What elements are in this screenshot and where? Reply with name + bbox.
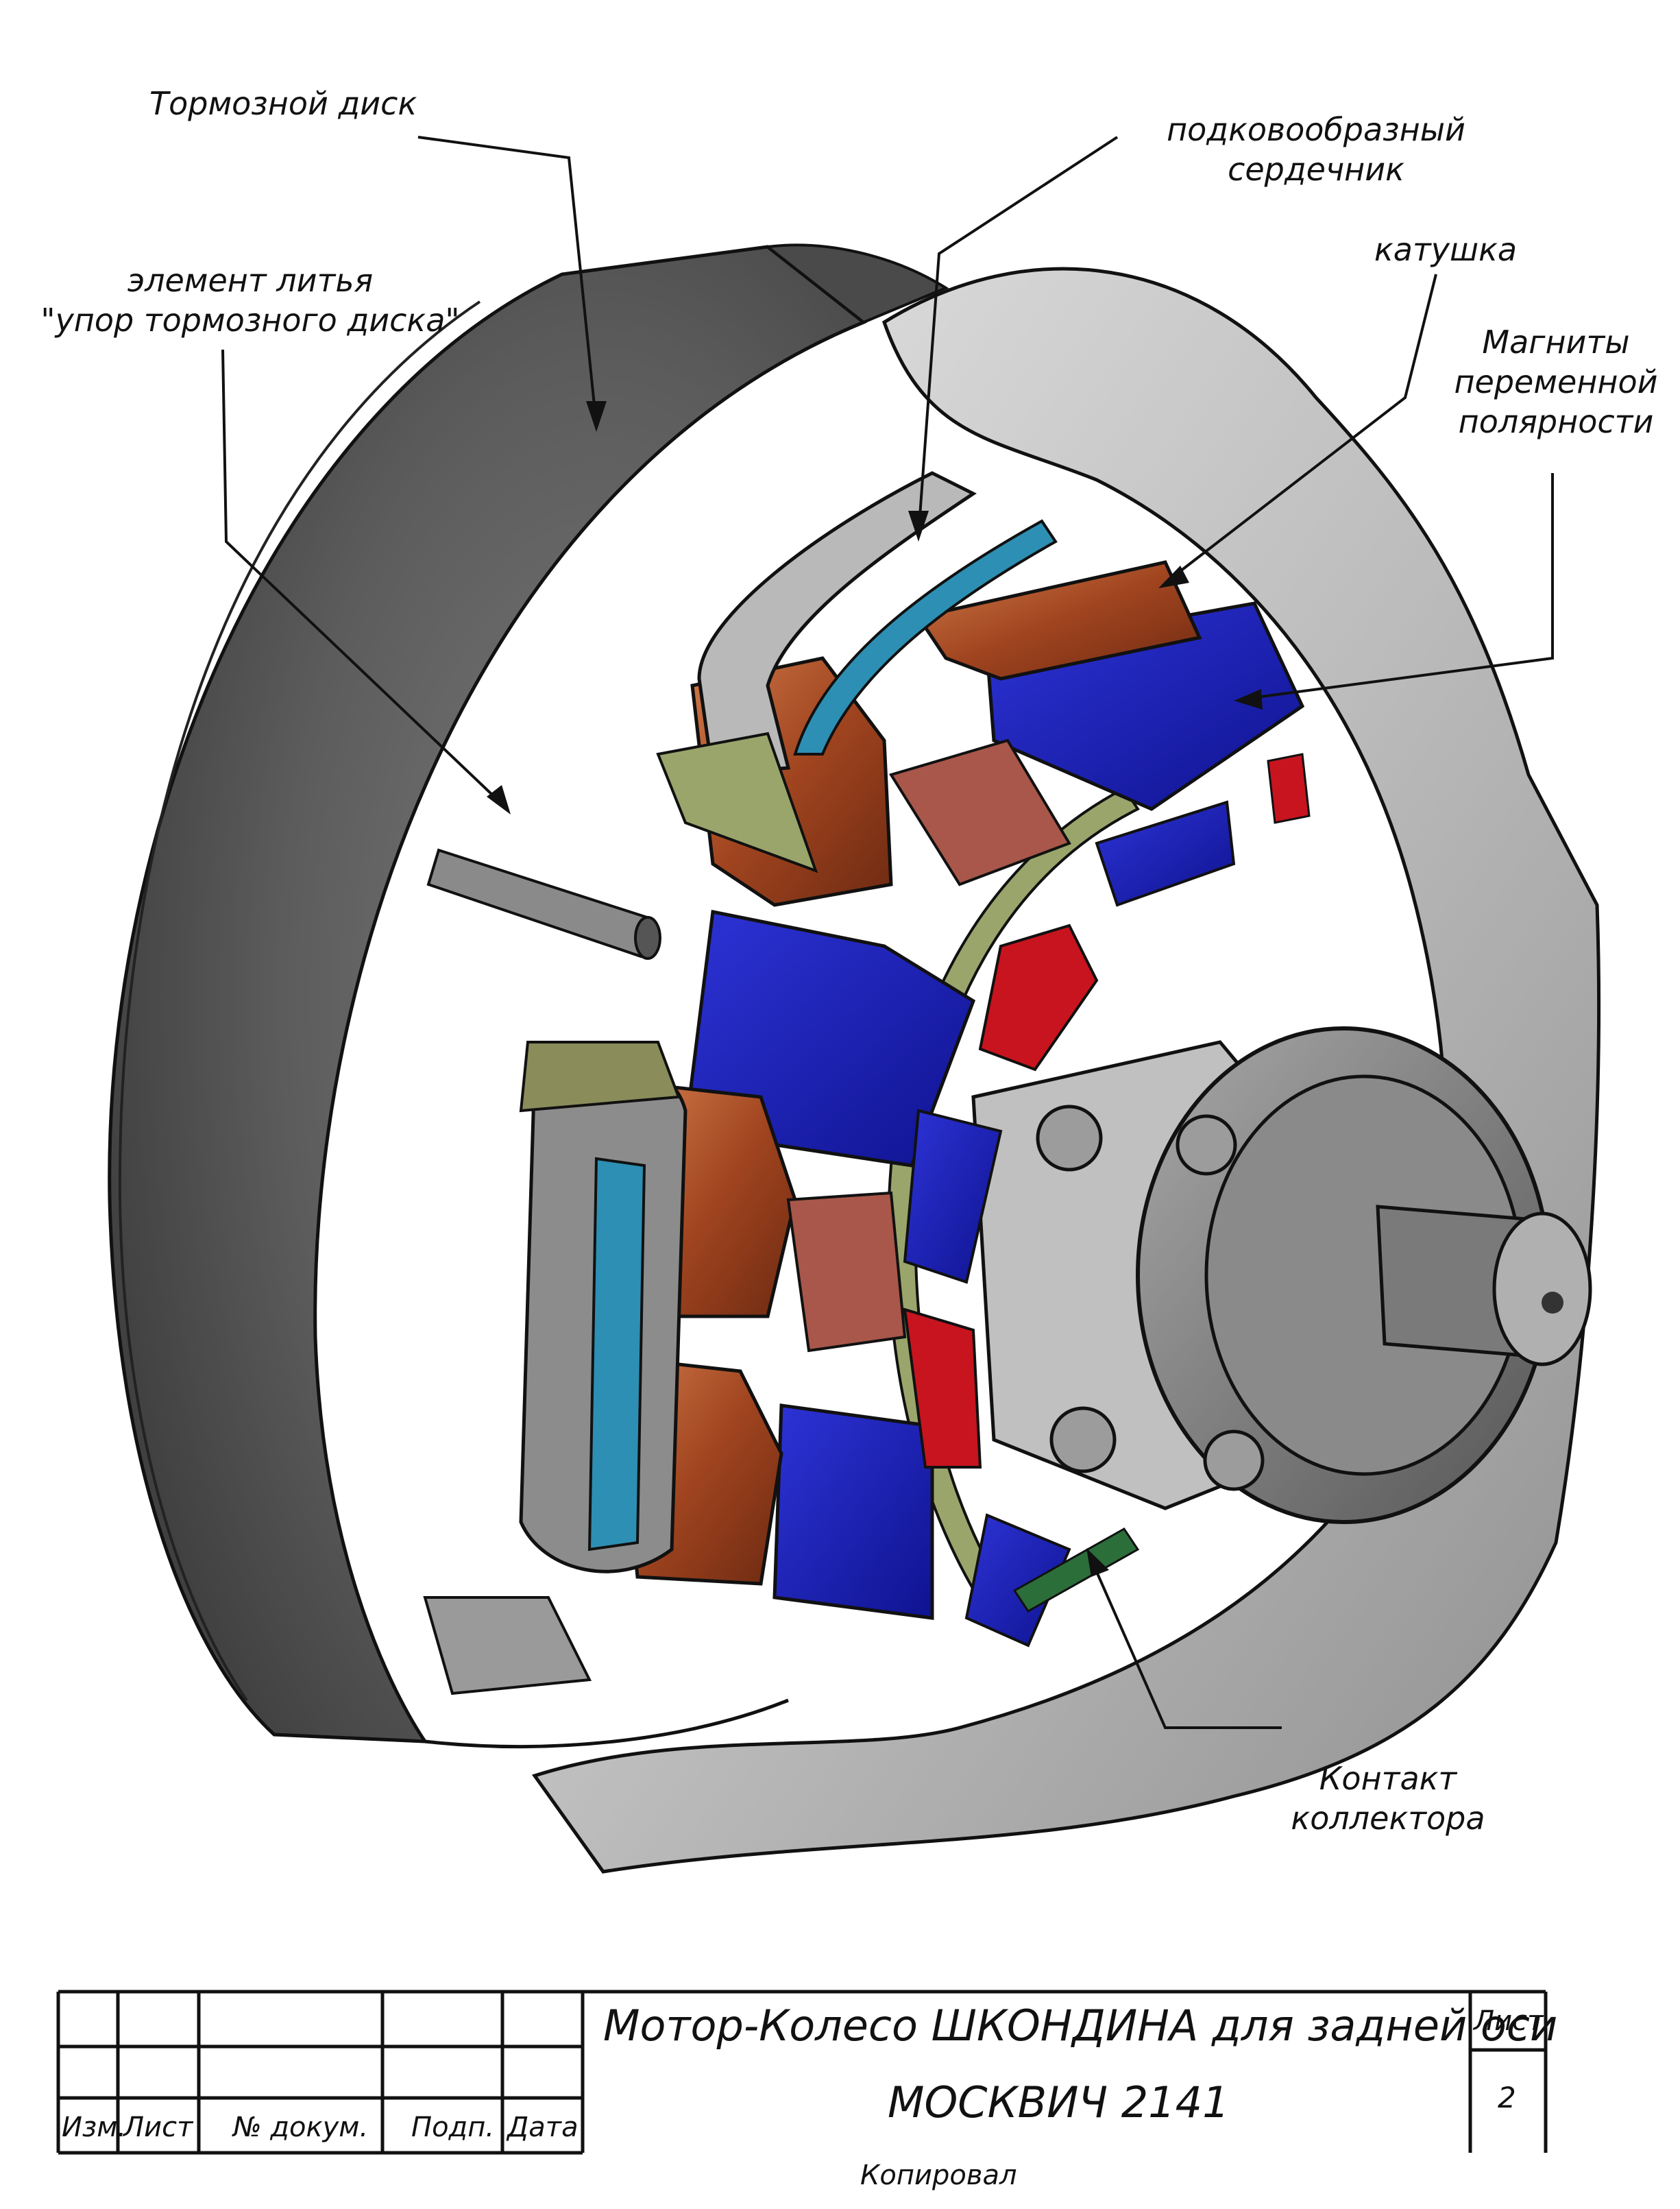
col-doc: № докум. [233, 2112, 369, 2143]
leader-lines [221, 136, 1554, 1729]
stud-bolt [426, 848, 661, 960]
col-sign: Подп. [411, 2112, 495, 2143]
label-coil: катушка [1374, 231, 1518, 268]
copied-label: Копировал [860, 2160, 1017, 2191]
label-magnets: Магниты переменной полярности [1446, 322, 1666, 442]
label-brake-disc: Тормозной диск [149, 85, 417, 122]
threaded-axle [1376, 1205, 1592, 1366]
label-magnets-line1: Магниты [1482, 324, 1630, 361]
label-contact-line1: Контакт [1319, 1760, 1457, 1797]
label-core-line2: сердечник [1228, 151, 1404, 188]
col-izm: Изм. [62, 2112, 127, 2143]
col-list: Лист [123, 2112, 193, 2143]
title-block-frame [56, 1990, 1548, 2155]
label-magnets-line2: переменной [1454, 363, 1658, 400]
brake-disc [108, 243, 949, 1748]
label-horseshoe-core: подковообразный сердечник [1124, 110, 1508, 189]
title-line2: МОСКВИЧ 2141 [888, 2077, 1230, 2127]
leader-arrowheads [487, 401, 1263, 1577]
title-line1: Мотор-Колесо ШКОНДИНА для задней оси [603, 2001, 1558, 2051]
red-magnets [903, 753, 1311, 1469]
motor-housing [423, 267, 1600, 1874]
label-casting-line1: элемент литья [127, 262, 374, 299]
sheet-label: Лист [1474, 2005, 1544, 2037]
label-casting-element: элемент литья "упор тормозного диска" [14, 261, 487, 340]
sheet-number: 2 [1498, 2081, 1516, 2114]
label-collector-contact: Контакт коллектора [1275, 1759, 1501, 1838]
label-contact-line2: коллектора [1291, 1800, 1485, 1837]
label-core-line1: подковообразный [1167, 111, 1465, 148]
label-casting-line2: "упор тормозного диска" [40, 302, 460, 339]
horseshoe-cores [519, 471, 1058, 1573]
col-date: Дата [507, 2112, 579, 2143]
hub [1036, 1026, 1551, 1524]
label-magnets-line3: полярности [1458, 403, 1654, 440]
